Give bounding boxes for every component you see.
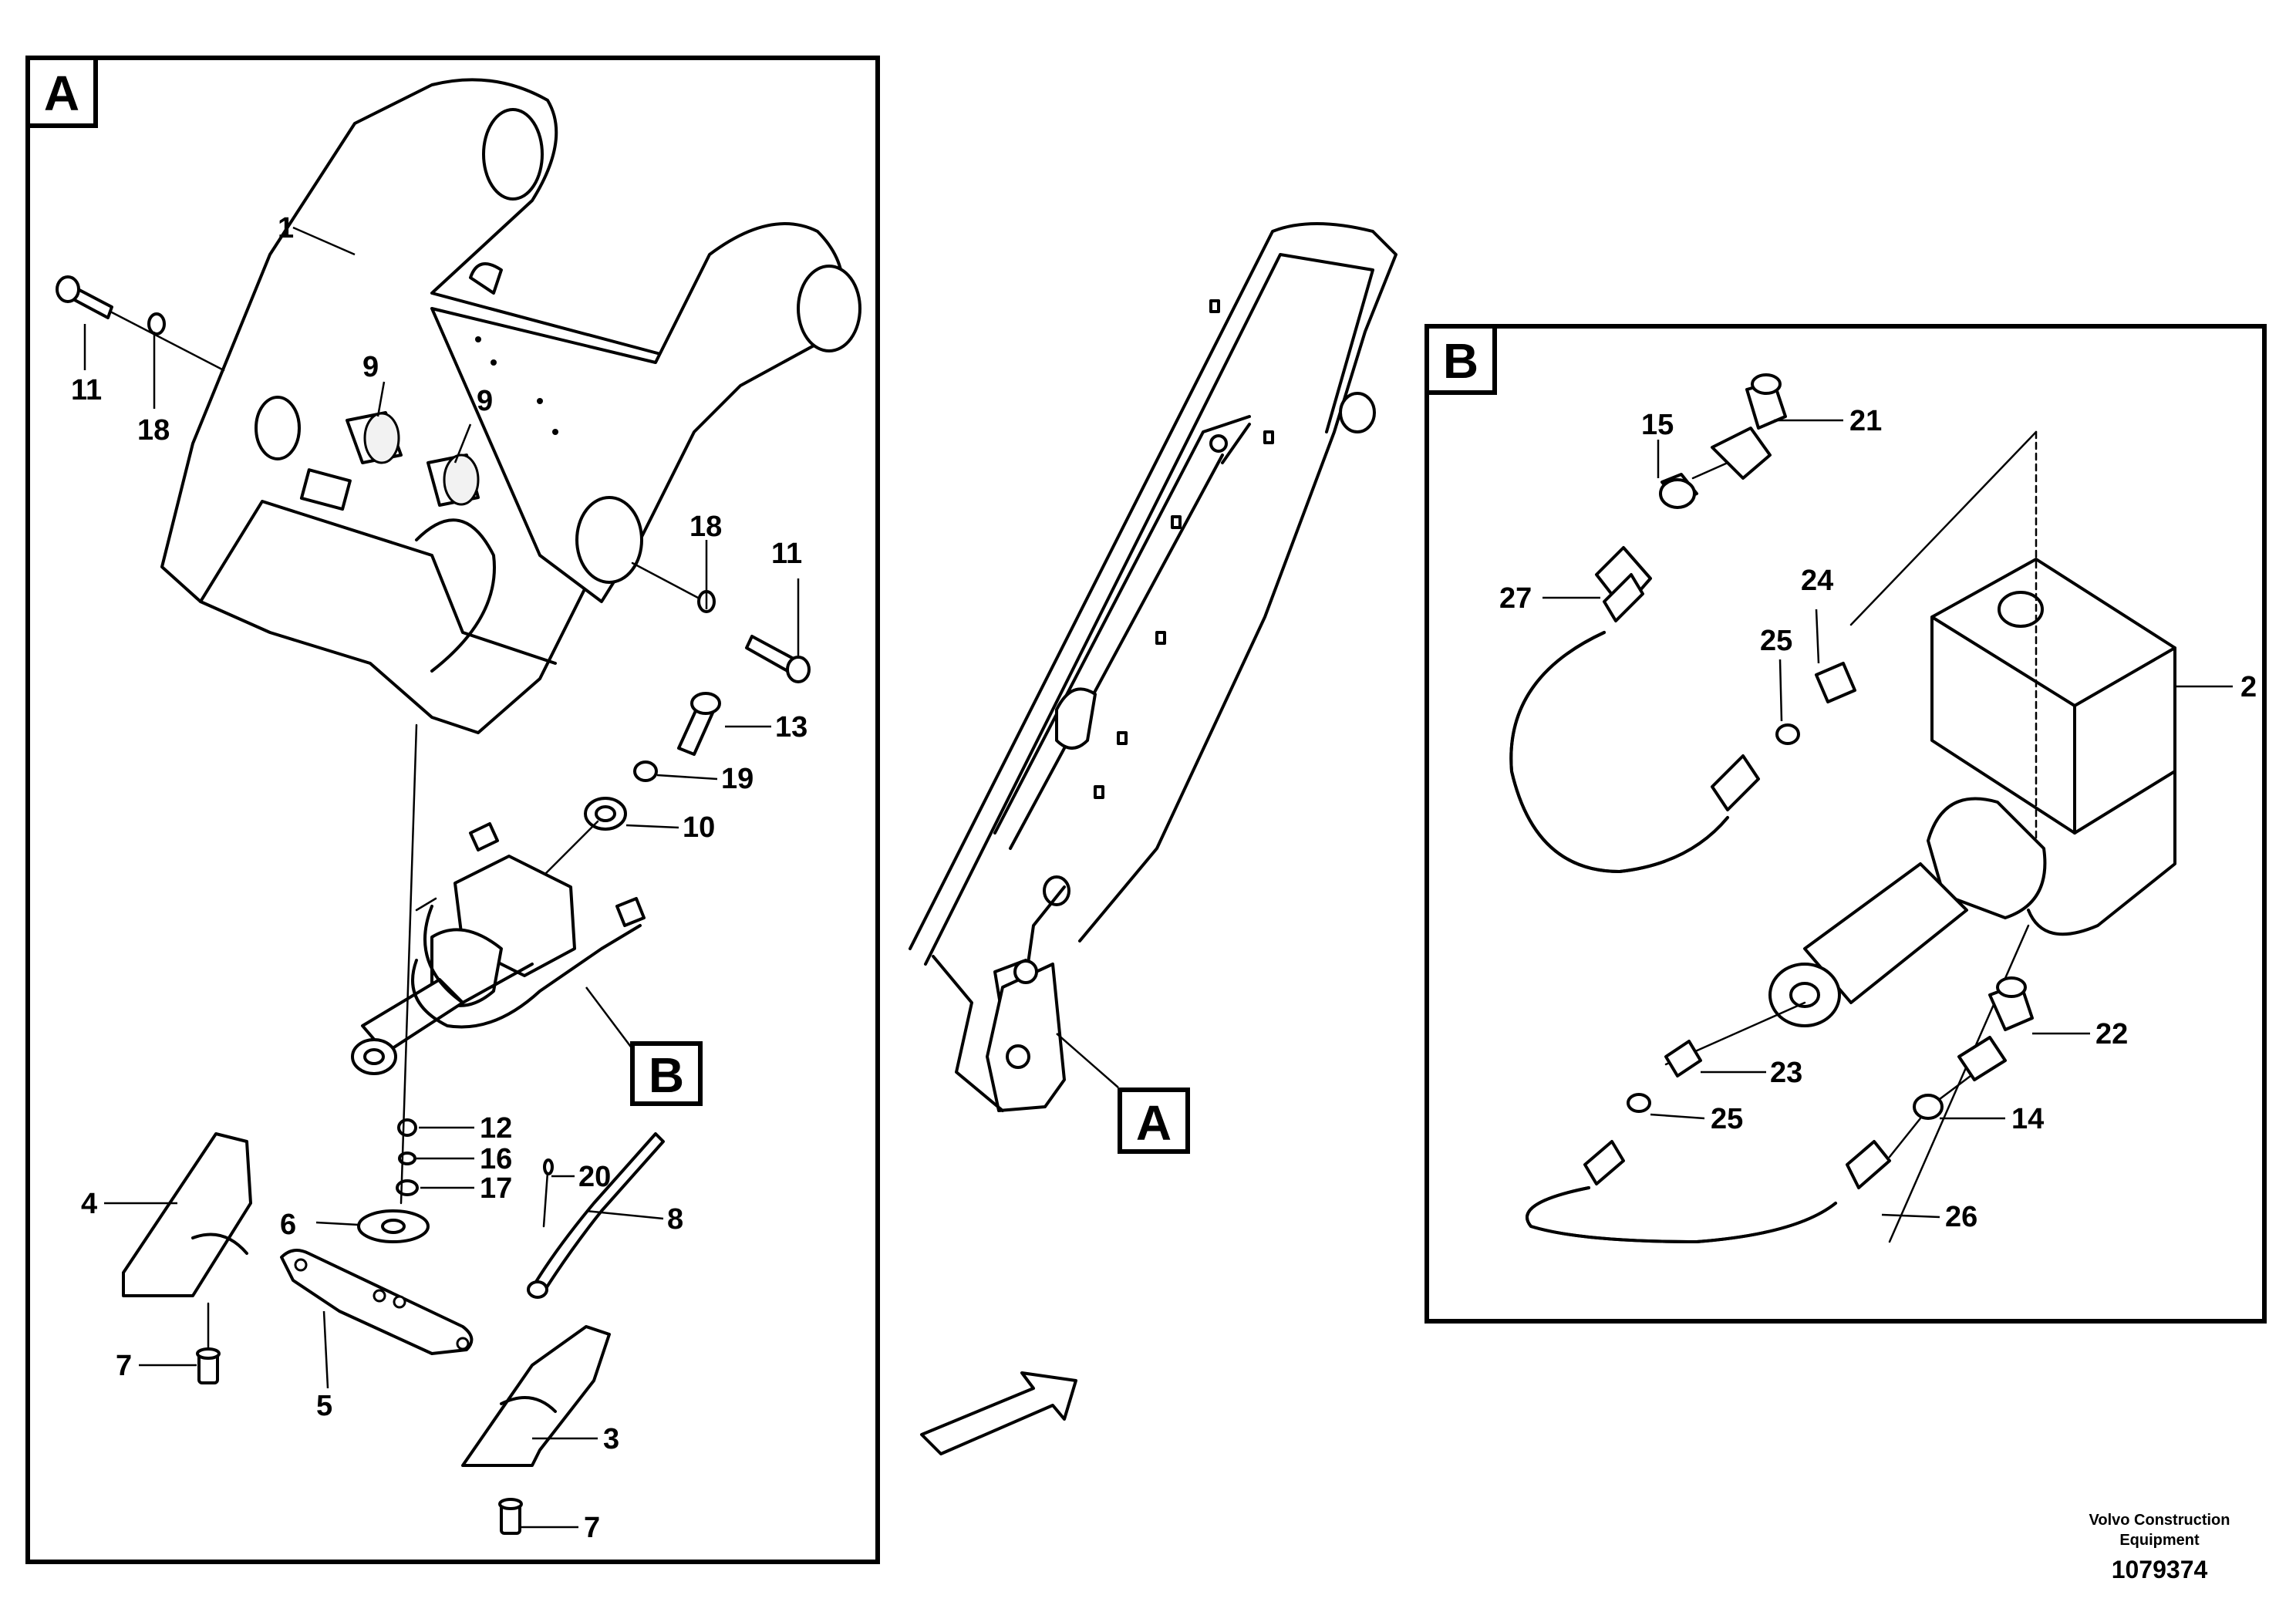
hose-27 — [1509, 546, 1760, 873]
bushing-pair — [346, 411, 480, 507]
lower-fasteners — [396, 723, 419, 1205]
label-22: 22 — [2095, 1018, 2128, 1050]
label-9-right: 9 — [477, 385, 493, 417]
label-24: 24 — [1801, 565, 1833, 597]
label-19: 19 — [721, 763, 754, 795]
label-10: 10 — [683, 811, 715, 844]
label-6: 6 — [280, 1209, 296, 1241]
callout-b-box — [630, 1041, 703, 1106]
hose-8 — [527, 1132, 665, 1299]
label-12: 12 — [480, 1112, 512, 1145]
pin-7-bottom — [498, 1498, 523, 1535]
label-7-left: 7 — [116, 1350, 132, 1382]
pin-7-left — [196, 1347, 221, 1384]
callout-a-label: A — [1136, 1095, 1172, 1151]
fittings-upper — [1659, 373, 1856, 745]
drawing-number: 1079374 — [2112, 1556, 2208, 1583]
direction-arrow-icon — [920, 1371, 1077, 1455]
footer: Volvo Construction Equipment 1079374 — [2089, 1512, 2230, 1583]
panel-a-label: A — [44, 66, 79, 121]
pin-right — [631, 561, 811, 683]
label-16: 16 — [480, 1143, 512, 1175]
label-5: 5 — [316, 1390, 332, 1422]
label-1: 1 — [278, 212, 294, 244]
hose-26 — [1526, 976, 2034, 1243]
label-2: 2 — [2240, 671, 2257, 703]
callout-b-label: B — [649, 1047, 684, 1103]
label-8: 8 — [667, 1203, 683, 1236]
label-21: 21 — [1849, 405, 1882, 437]
label-27: 27 — [1499, 582, 1532, 615]
cylinder-block — [1768, 430, 2176, 1027]
label-18-left: 18 — [137, 414, 170, 447]
company-line-1: Volvo Construction — [2089, 1512, 2230, 1529]
label-25-lower: 25 — [1711, 1103, 1743, 1135]
label-25-upper: 25 — [1760, 625, 1792, 657]
label-11-right: 11 — [771, 538, 802, 570]
panel-b-label: B — [1443, 333, 1478, 389]
label-20: 20 — [578, 1161, 611, 1193]
label-23: 23 — [1770, 1057, 1802, 1089]
bracket-5 — [280, 1249, 474, 1355]
label-7-bottom: 7 — [584, 1512, 600, 1544]
label-17: 17 — [480, 1172, 512, 1205]
label-4: 4 — [81, 1188, 97, 1220]
label-11-left: 11 — [71, 374, 102, 406]
cylinder-assembly — [351, 822, 646, 1075]
label-9-left: 9 — [362, 351, 379, 383]
callout-a-box — [1118, 1088, 1190, 1154]
label-26: 26 — [1945, 1201, 1977, 1233]
panel-b: B — [1424, 324, 2267, 1324]
panel-a: A — [25, 56, 880, 1564]
label-14: 14 — [2011, 1103, 2044, 1135]
label-13: 13 — [775, 711, 807, 744]
label-3: 3 — [603, 1423, 619, 1455]
label-15: 15 — [1641, 409, 1674, 441]
wedge-3 — [461, 1325, 611, 1467]
label-18-right: 18 — [689, 511, 722, 543]
quick-coupler-frame — [160, 78, 861, 734]
bolt-assembly — [538, 692, 721, 881]
pin-left — [56, 275, 225, 372]
excavator-arm-overview: A — [909, 222, 1397, 1154]
company-line-2: Equipment — [2119, 1532, 2200, 1549]
wedge-4 — [122, 1132, 252, 1367]
